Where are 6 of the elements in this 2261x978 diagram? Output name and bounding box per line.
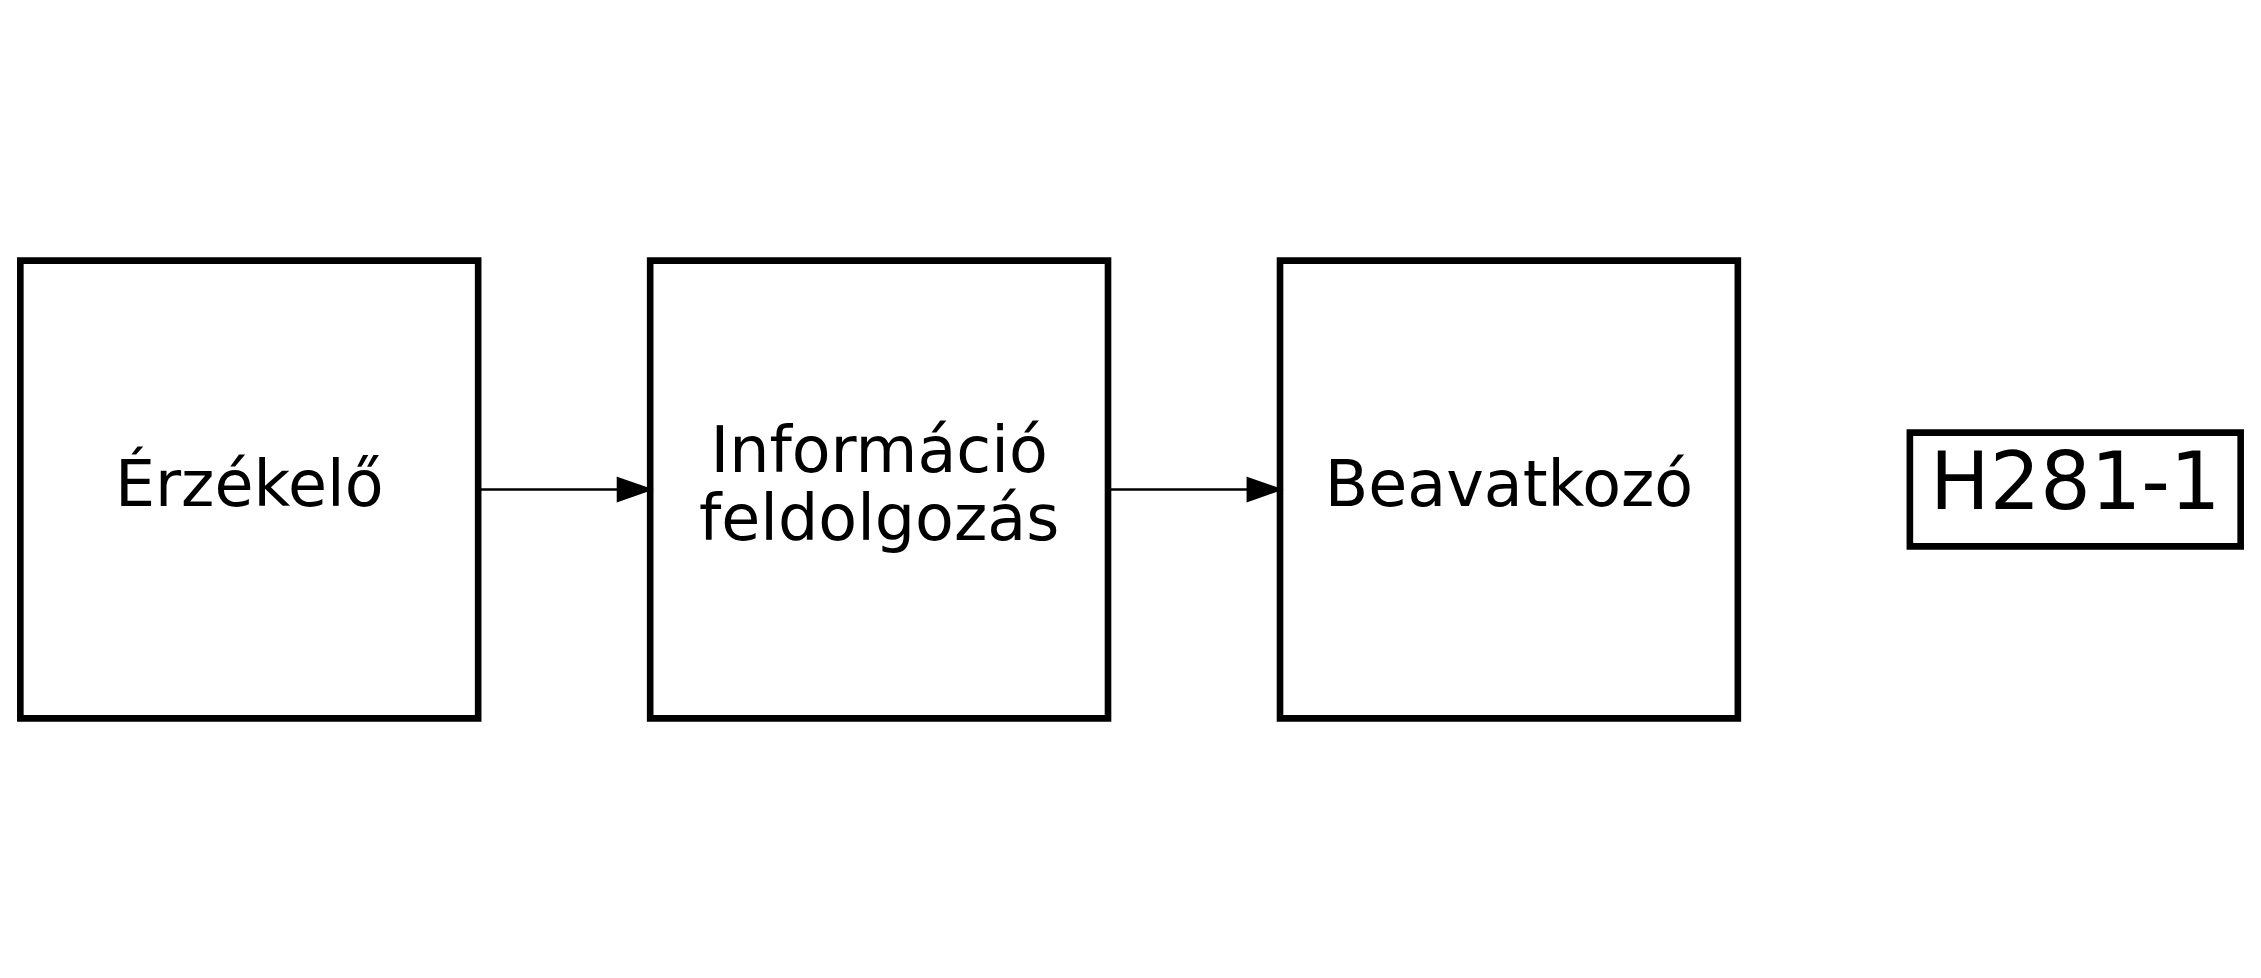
arrow <box>478 476 654 502</box>
arrow <box>1108 476 1284 502</box>
node-box: Információ feldolgozás <box>646 256 1112 722</box>
node-box: Beavatkozó <box>1276 256 1742 722</box>
node-box: Érzékelő <box>17 256 482 722</box>
node-box: H281-1 <box>1906 428 2244 550</box>
